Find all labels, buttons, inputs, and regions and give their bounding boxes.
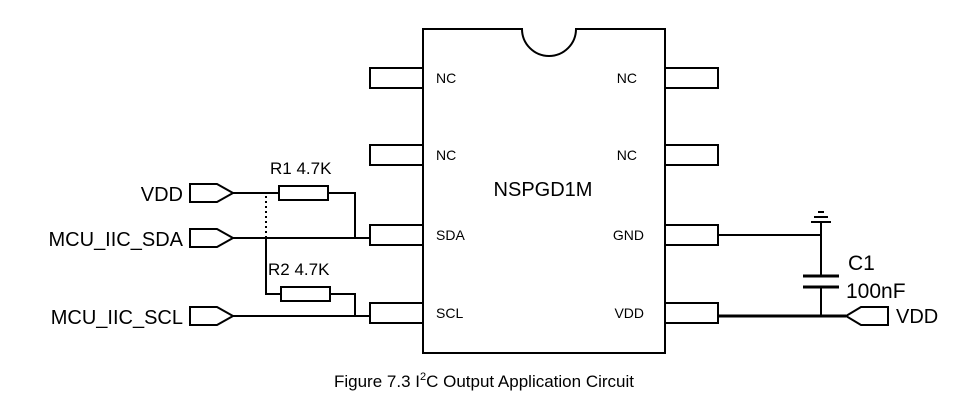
c1-value-label: 100nF xyxy=(846,280,906,303)
resistor-r2 xyxy=(280,286,331,302)
wire-r2-left xyxy=(265,238,281,295)
c1-name-label: C1 xyxy=(848,252,875,275)
port-flag-vdd-right xyxy=(844,306,889,326)
pin-stub-left-3 xyxy=(369,224,424,246)
ic-body xyxy=(422,28,666,354)
pin-stub-right-4 xyxy=(664,302,719,324)
pin-stub-right-1 xyxy=(664,67,719,89)
port-flag-sda xyxy=(189,228,236,248)
port-flag-vdd-left xyxy=(189,183,236,203)
caption-superscript: 2 xyxy=(420,371,426,383)
resistor-r1 xyxy=(278,185,329,201)
net-label-vdd-left: VDD xyxy=(141,184,183,206)
figure-caption: Figure 7.3 I2C Output Application Circui… xyxy=(334,371,634,391)
net-label-scl: MCU_IIC_SCL xyxy=(51,307,183,329)
r1-label: R1 4.7K xyxy=(270,159,332,178)
pin-label-right-3: GND xyxy=(613,227,644,243)
pin-stub-right-3 xyxy=(664,224,719,246)
pin-stub-left-2 xyxy=(369,144,424,166)
wire-r1-to-sda xyxy=(328,192,356,238)
pin-stub-right-2 xyxy=(664,144,719,166)
pin-stub-left-4 xyxy=(369,302,424,324)
pin-label-left-2: NC xyxy=(436,147,456,163)
caption-suffix: C Output Application Circuit xyxy=(426,372,634,391)
pin-label-left-4: SCL xyxy=(436,305,463,321)
r2-label: R2 4.7K xyxy=(268,260,330,279)
pin-stub-left-1 xyxy=(369,67,424,89)
pin-label-right-2: NC xyxy=(617,147,637,163)
pin-label-right-1: NC xyxy=(617,70,637,86)
caption-prefix: Figure 7.3 I xyxy=(334,372,420,391)
pin-label-right-4: VDD xyxy=(614,305,644,321)
port-flag-scl xyxy=(189,306,236,326)
net-label-vdd-right: VDD xyxy=(896,306,938,328)
pin-label-left-1: NC xyxy=(436,70,456,86)
ground-icon xyxy=(811,211,831,223)
wire-r2-to-scl xyxy=(330,293,356,316)
net-label-sda: MCU_IIC_SDA xyxy=(49,229,184,251)
chip-name: NSPGD1M xyxy=(494,179,593,201)
pin-label-left-3: SDA xyxy=(436,227,465,243)
